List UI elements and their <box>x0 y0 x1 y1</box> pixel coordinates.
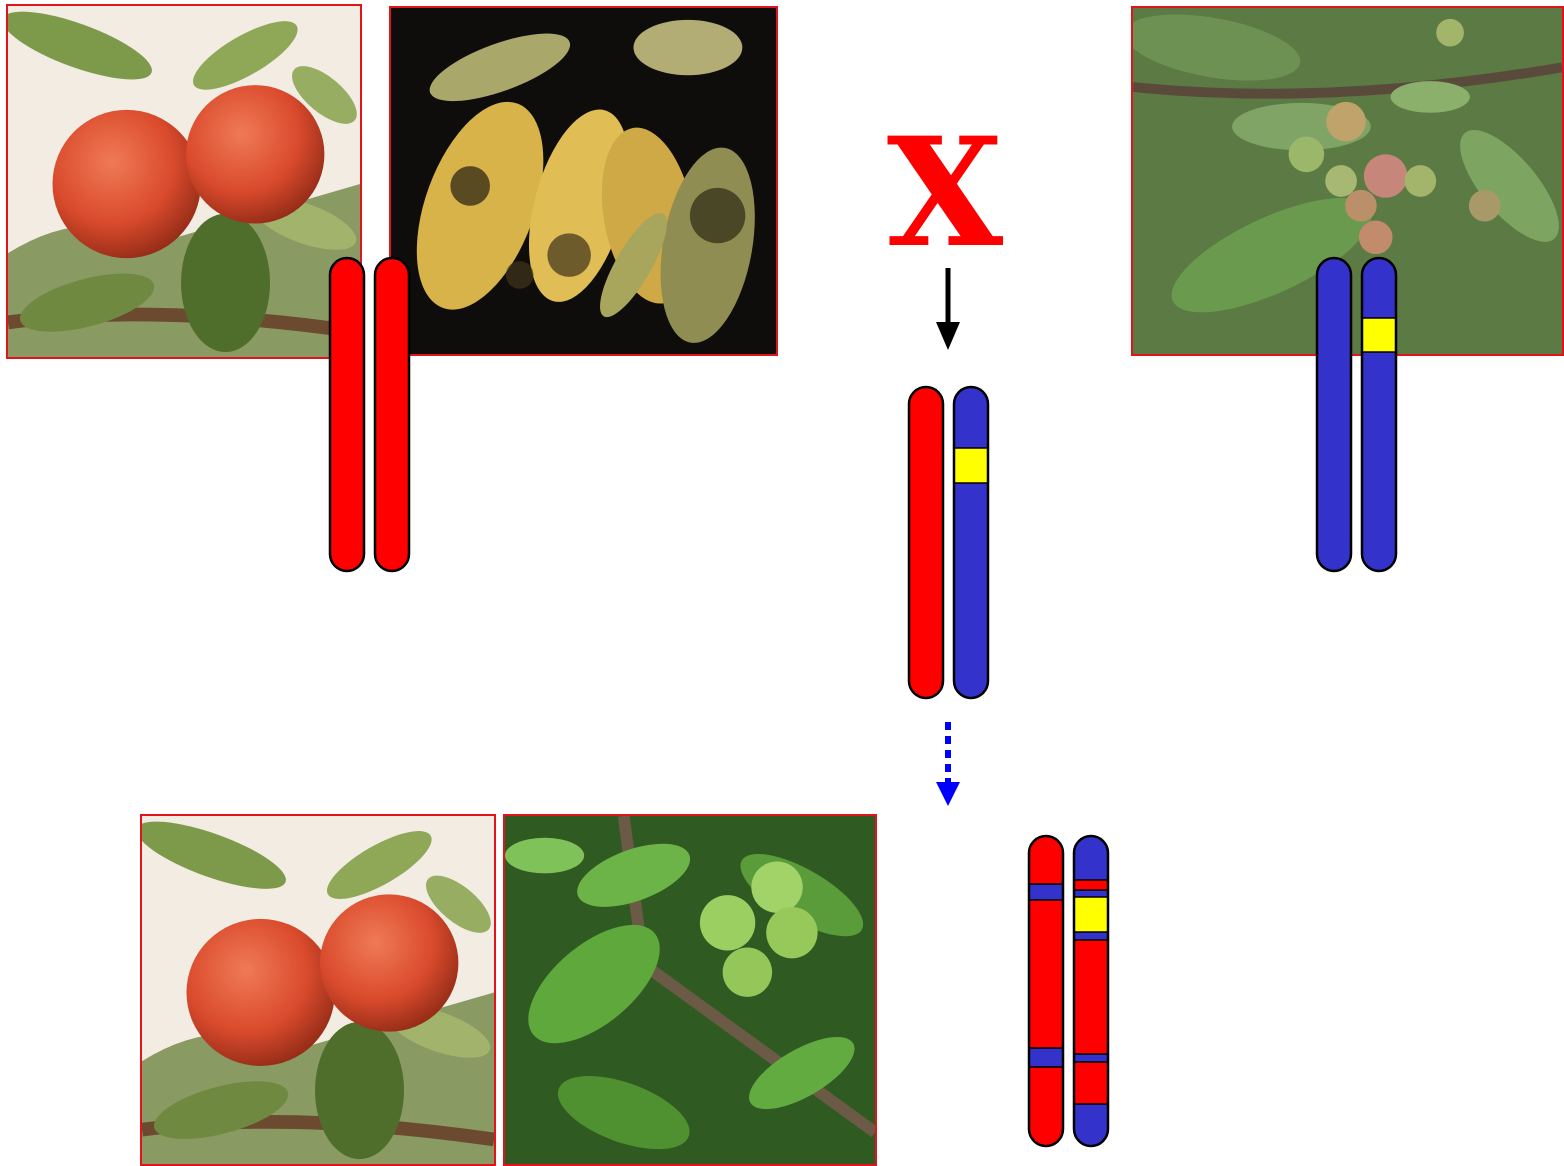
chromosome-red <box>375 258 409 571</box>
resistance-gene-segment <box>954 448 988 483</box>
resistance-gene-segment <box>1362 318 1396 352</box>
resistance-gene-segment <box>1074 897 1108 932</box>
wild-parent-chromosome-pair <box>1317 258 1396 571</box>
chromosome-blue-with-gene <box>1362 258 1396 571</box>
cross-arrow <box>936 268 960 350</box>
chromosome-red <box>330 258 364 571</box>
backcross-progeny-chromosome-pair <box>1029 836 1108 1154</box>
cultivated-parent-chromosome-pair <box>330 258 409 571</box>
chromosome-blue <box>1317 258 1351 571</box>
chromosome-red-with-blue-segments-and-gene <box>1074 836 1108 1154</box>
chromosome-blue-with-gene <box>954 387 988 698</box>
chromosome-red <box>909 387 943 698</box>
backcross-dashed-arrow <box>936 722 960 806</box>
chromosome-red-with-blue-segments <box>1029 836 1063 1146</box>
f1-hybrid-chromosome-pair <box>909 387 988 698</box>
